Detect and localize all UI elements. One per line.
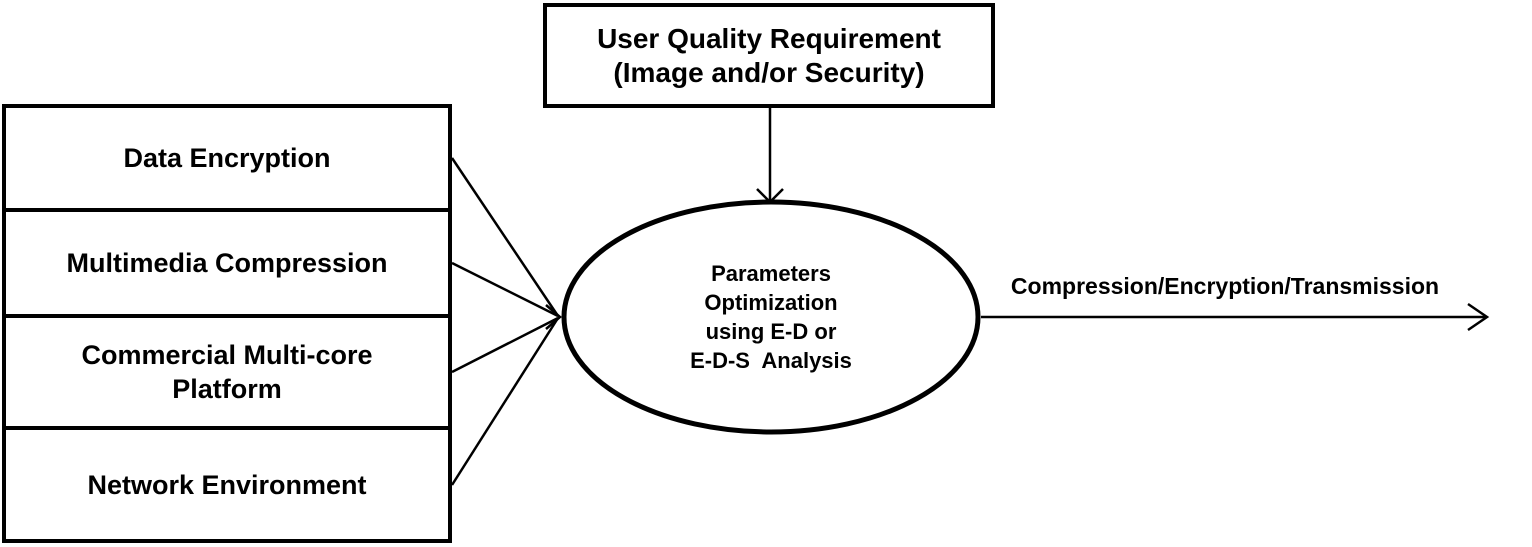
requirement-box-line1: User Quality Requirement <box>597 22 941 54</box>
process-ellipse-label: Parameters Optimization using E-D or E-D… <box>611 259 931 375</box>
input-box-network-environment: Network Environment <box>2 426 452 543</box>
input-box-multimedia-compression: Multimedia Compression <box>2 208 452 318</box>
input-box-data-encryption: Data Encryption <box>2 104 452 212</box>
requirement-box-line2: (Image and/or Security) <box>613 56 925 88</box>
process-ellipse-line3: using E-D or <box>705 319 837 344</box>
connector-line-network-environment <box>450 317 560 486</box>
connector-line-multicore-platform <box>451 316 559 374</box>
output-arrowhead-icon <box>1467 302 1490 332</box>
requirement-arrowhead-icon <box>756 188 784 204</box>
process-ellipse-line4: E-D-S Analysis <box>690 348 852 373</box>
convergence-arrowhead-icon <box>545 304 562 330</box>
output-arrow-label: Compression/Encryption/Transmission <box>1010 273 1440 299</box>
process-ellipse-line1: Parameters <box>711 261 831 286</box>
input-box-multicore-platform: Commercial Multi-core Platform <box>2 314 452 430</box>
connector-line-data-encryption <box>450 157 560 317</box>
requirement-box: User Quality Requirement (Image and/or S… <box>543 3 995 108</box>
input-box-label: Multimedia Compression <box>66 248 388 278</box>
process-ellipse-line2: Optimization <box>704 290 838 315</box>
input-box-label: Commercial Multi-core Platform <box>81 340 373 404</box>
input-box-label: Network Environment <box>87 469 367 500</box>
input-box-label: Data Encryption <box>123 143 331 173</box>
connector-line-multimedia-compression <box>451 261 559 318</box>
